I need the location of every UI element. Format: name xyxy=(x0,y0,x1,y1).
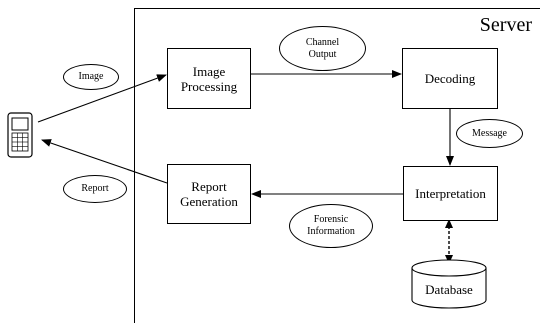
interpretation-box: Interpretation xyxy=(403,166,498,221)
message-label: Message xyxy=(456,119,523,148)
arrow-phone-to-image-processing xyxy=(37,74,167,123)
arrow-report-generation-to-phone xyxy=(41,139,168,184)
server-boundary: Server xyxy=(134,8,540,323)
channel-output-label: Channel Output xyxy=(279,26,366,71)
forensic-information-label: Forensic Information xyxy=(289,204,373,248)
report-label: Report xyxy=(63,175,127,203)
server-label: Server xyxy=(479,14,532,36)
database-label: Database xyxy=(425,282,473,297)
database-cylinder xyxy=(411,259,487,309)
image-label: Image xyxy=(63,64,119,90)
mobile-phone-icon xyxy=(7,112,33,158)
decoding-box: Decoding xyxy=(402,48,498,109)
image-processing-box: Image Processing xyxy=(167,48,251,109)
report-generation-box: Report Generation xyxy=(167,164,251,224)
